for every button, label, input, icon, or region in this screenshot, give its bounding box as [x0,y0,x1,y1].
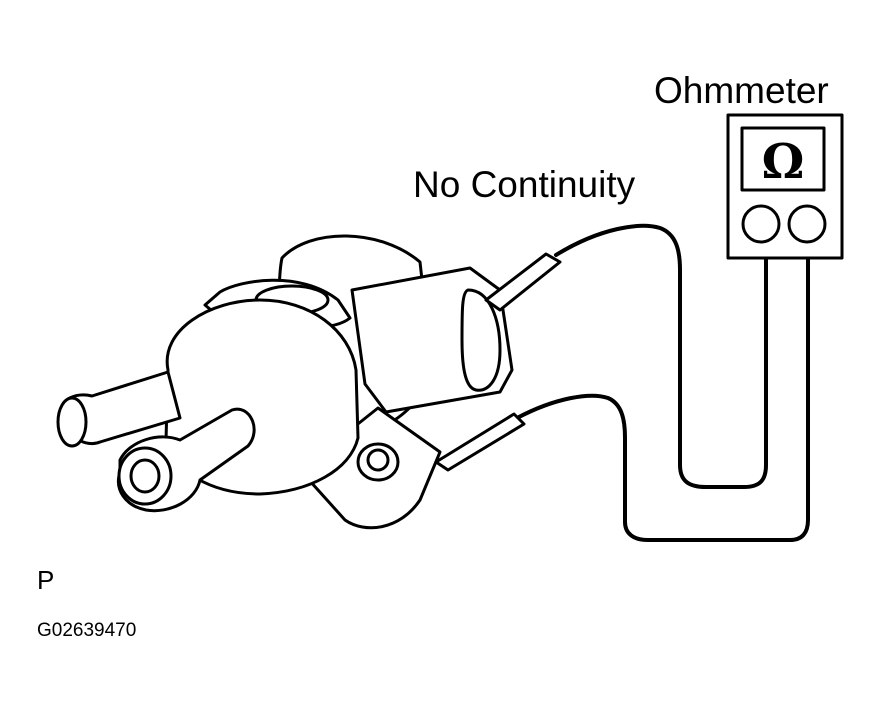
lower-probe [434,412,526,472]
bracket-bolt-head [366,448,390,472]
vacuum-switching-valve [56,234,514,530]
figure-code: G02639470 [37,620,137,641]
upper-test-lead [554,223,768,489]
ohmmeter-terminal-left [741,204,781,244]
ohmmeter-terminal-right [787,204,827,244]
view-letter: P [37,565,55,595]
connector-latch [460,288,502,392]
result-label: No Continuity [413,164,636,205]
test-lead-wires [515,223,810,542]
ohmmeter: Ω [726,113,844,260]
ohmmeter-display [740,126,826,192]
upper-probe [484,252,562,312]
ohmmeter-label: Ohmmeter [654,70,829,111]
lower-test-lead [515,256,810,542]
test-probes [434,252,562,472]
hose-nipple-upper-end [56,396,88,448]
omega-symbol: Ω [762,134,805,190]
hose-nipple-lower-bore [129,458,161,494]
